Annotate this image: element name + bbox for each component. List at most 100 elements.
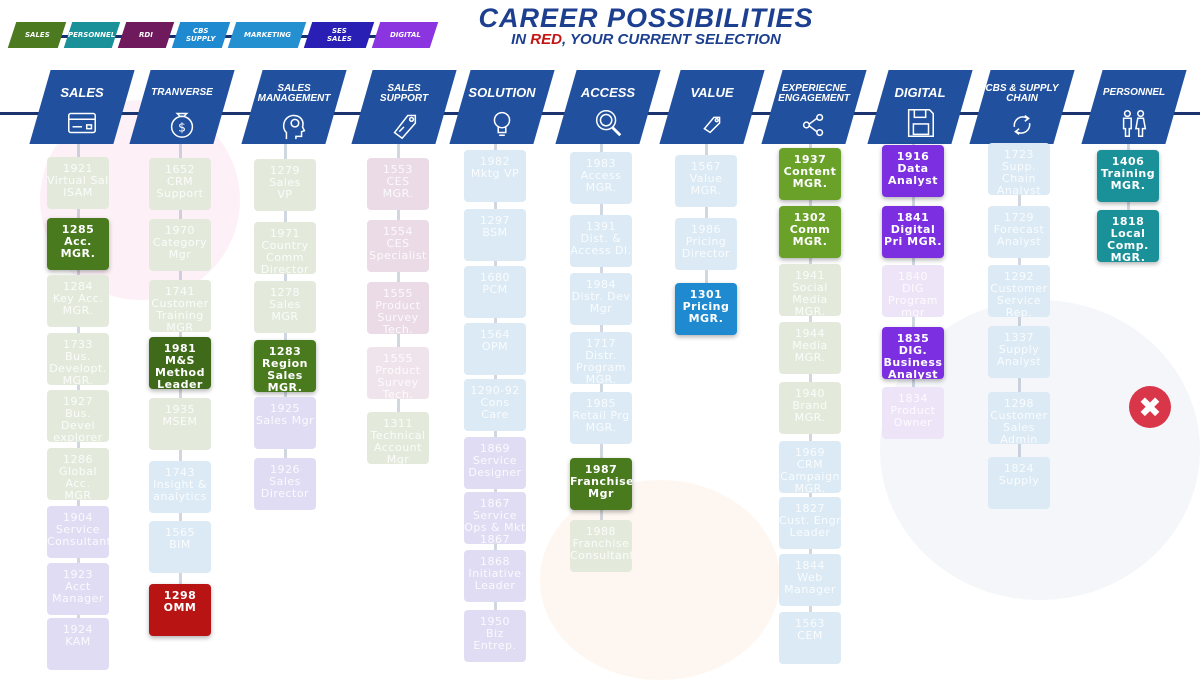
legend-item-cbs-supply[interactable]: CBS SUPPLY bbox=[171, 22, 231, 48]
column-header-sales-support[interactable]: SALES SUPPORT bbox=[351, 70, 457, 144]
column-header-tranverse[interactable]: TRANVERSE$ bbox=[129, 70, 235, 144]
column-header-access[interactable]: ACCESS bbox=[555, 70, 661, 144]
subtitle-highlight: RED bbox=[530, 31, 562, 48]
legend-item-personnel[interactable]: PERSONNEL bbox=[63, 22, 121, 48]
card-code: 1555 bbox=[383, 352, 413, 365]
column-header-solution[interactable]: SOLUTION bbox=[449, 70, 555, 144]
card-title-line: Survey bbox=[377, 311, 419, 324]
legend-item-marketing[interactable]: MARKETING bbox=[227, 22, 307, 48]
column-header-digital[interactable]: DIGITAL bbox=[867, 70, 973, 144]
legend-label: PERSONNEL bbox=[68, 31, 116, 39]
legend-label: SES SALES bbox=[326, 27, 352, 43]
card-code: 1555 bbox=[383, 287, 413, 300]
column-header-cbs-supply-chain[interactable]: CBS & SUPPLY CHAIN bbox=[969, 70, 1075, 144]
legend-item-sales[interactable]: SALES bbox=[7, 22, 67, 48]
close-button[interactable]: ✖ bbox=[1129, 386, 1171, 428]
legend-item-digital[interactable]: DIGITAL bbox=[371, 22, 439, 48]
card-code: 1935 bbox=[165, 403, 195, 416]
column-header-value[interactable]: VALUE bbox=[659, 70, 765, 144]
card-title-line: MGR bbox=[166, 321, 194, 333]
legend-item-ses-sales[interactable]: SES SALES bbox=[303, 22, 375, 48]
card-title-line: CES bbox=[386, 175, 410, 188]
column-header-sales-management[interactable]: SALES MANAGEMENT bbox=[241, 70, 347, 144]
legend-item-rdi[interactable]: RDI bbox=[117, 22, 175, 48]
card-code: 1841 bbox=[896, 211, 930, 224]
column-header-personnel[interactable]: PERSONNEL bbox=[1081, 70, 1187, 144]
card-title-line: MGR. bbox=[792, 235, 828, 248]
column-header-sales[interactable]: SALES bbox=[29, 70, 135, 144]
card-title-line: Supp. bbox=[1002, 160, 1036, 173]
column-header-experiecne-engagement[interactable]: EXPERIECNE ENGAGEMENT bbox=[761, 70, 867, 144]
